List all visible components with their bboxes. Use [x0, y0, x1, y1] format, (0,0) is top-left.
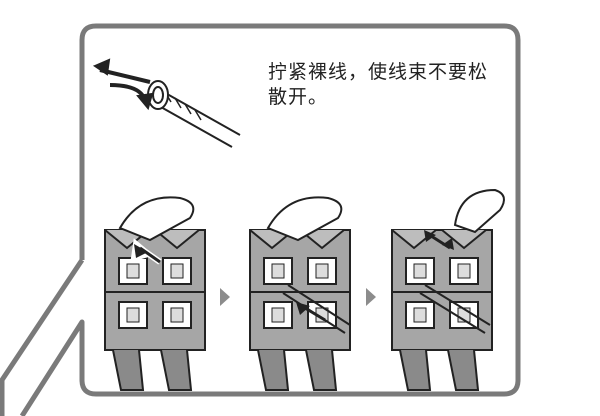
callout-frame [0, 23, 521, 416]
next-step-arrow-icon [366, 288, 376, 306]
instruction-caption: 拧紧裸线，使线束不要松散开。 [268, 61, 489, 108]
next-step-arrow-icon [220, 288, 230, 306]
finger-icon [453, 188, 505, 234]
wire-twist-icon [92, 58, 241, 148]
wire-icon [419, 284, 491, 334]
terminal-step-3 [391, 188, 505, 391]
terminal-step-2 [249, 196, 351, 391]
finger-icon [118, 196, 195, 242]
finger-icon [266, 196, 343, 242]
terminal-step-1 [104, 196, 206, 391]
